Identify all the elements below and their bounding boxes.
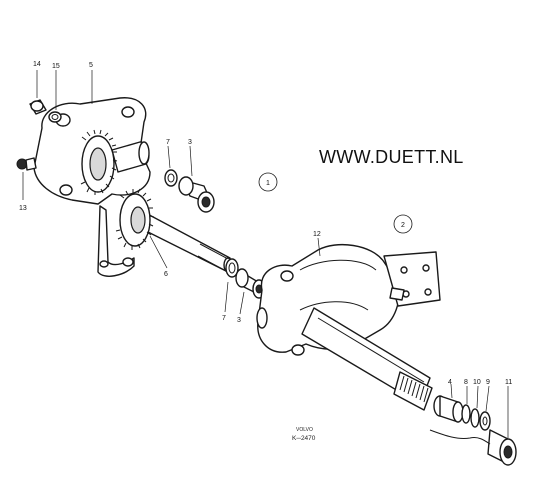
callout-6: 6: [164, 271, 168, 278]
callout-9: 9: [486, 379, 490, 386]
washer-15: [48, 111, 62, 123]
callout-circle-1: [258, 172, 278, 192]
callout-15: 15: [52, 63, 60, 70]
nut-9: [479, 411, 491, 431]
mounting-bracket: [97, 205, 135, 277]
callout-7-upper: 7: [166, 139, 170, 146]
callout-12: 12: [313, 231, 321, 238]
callout-2: 2: [401, 222, 405, 229]
callout-10: 10: [473, 379, 481, 386]
bushing-3-upper: [178, 176, 215, 213]
callout-3-lower: 3: [237, 317, 241, 324]
callout-4: 4: [448, 379, 452, 386]
callout-1: 1: [266, 180, 270, 187]
seal-4: [433, 395, 464, 423]
callout-8: 8: [464, 379, 468, 386]
main-housing-12: [256, 243, 441, 356]
website-watermark: WWW.DUETT.NL: [319, 147, 464, 167]
small-gear: [80, 129, 118, 195]
end-nut-11: [487, 429, 517, 466]
maker-label: VOLVO: [296, 427, 313, 433]
gear-shaft-6: [115, 188, 233, 273]
callout-11: 11: [505, 379, 512, 386]
steering-column-tube: [301, 307, 433, 411]
callout-circle-2: [393, 214, 413, 234]
callout-5: 5: [89, 62, 93, 69]
ring-7-upper: [164, 169, 178, 187]
bolt-13: [16, 157, 37, 171]
bushing-3-lower: [235, 268, 266, 299]
callout-7-lower: 7: [222, 315, 226, 322]
ring-7-lower: [225, 258, 239, 278]
leader-lines: [22, 70, 509, 438]
callout-13: 13: [19, 205, 27, 212]
cable-wire: [429, 429, 491, 445]
callout-14: 14: [33, 61, 41, 68]
washer-8: [461, 404, 471, 424]
bolt-14: [29, 99, 47, 115]
callout-3-upper: 3: [188, 139, 192, 146]
drawing-reference-code: K─2470: [292, 435, 316, 442]
washer-10: [470, 408, 480, 428]
